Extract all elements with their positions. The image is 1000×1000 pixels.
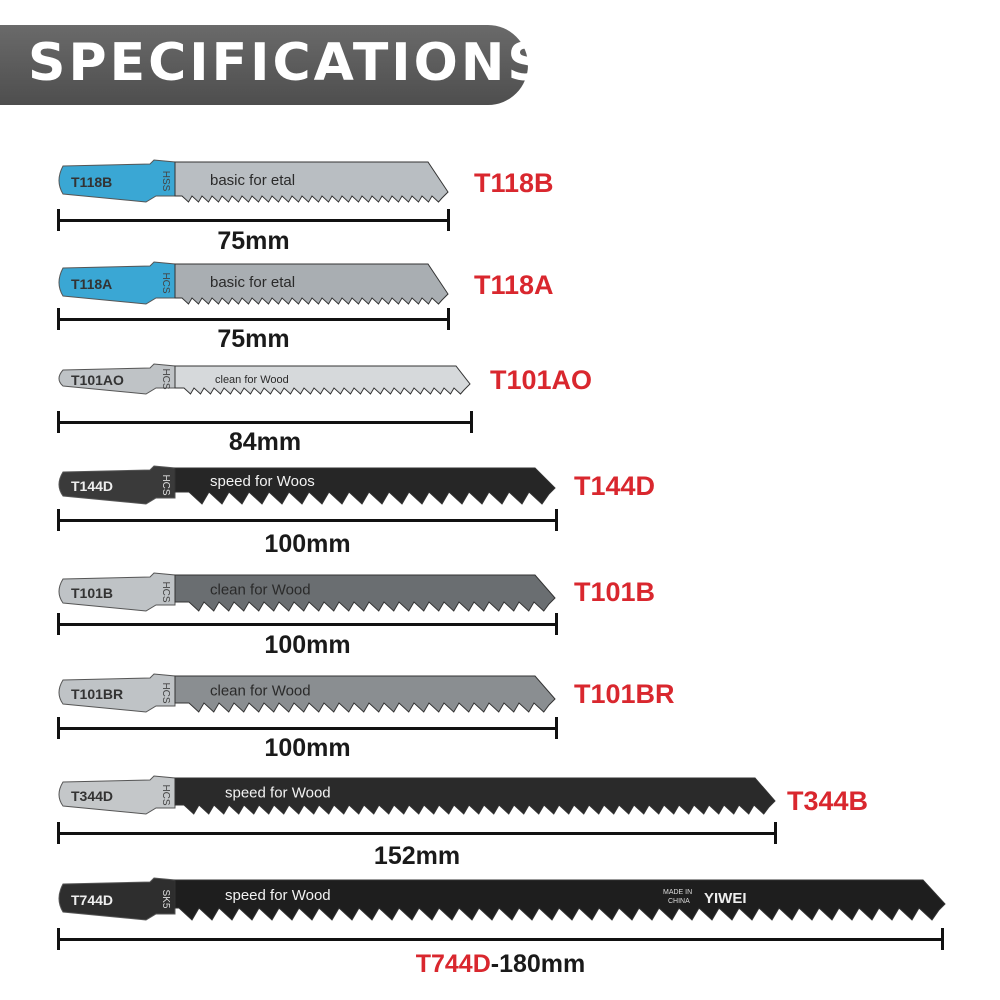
blade-body	[174, 574, 556, 612]
blade-steel-label: HCS	[160, 581, 171, 602]
blade-brand-text: speed for Wood	[225, 887, 331, 904]
blade-shank	[58, 572, 176, 612]
dimension-label: 75mm	[217, 227, 290, 255]
blade-steel-label: HCS	[160, 784, 171, 805]
page-title: SPECIFICATIONS	[28, 33, 548, 93]
made-in-label: MADE IN	[663, 889, 692, 896]
blade-model-label: T144D	[71, 478, 113, 494]
dimension-label: 100mm	[264, 530, 351, 558]
maker-label: YIWEI	[704, 890, 747, 907]
blade-model-label: T101AO	[71, 372, 124, 388]
blade-shank	[58, 159, 176, 203]
blade-shank	[58, 775, 176, 815]
dimension-label: 100mm	[264, 734, 351, 762]
blade-shank	[58, 261, 176, 305]
dimension-bar	[57, 509, 558, 531]
blade-shank	[58, 363, 176, 395]
blade-brand-text: basic for etal	[210, 274, 295, 291]
blade-body	[174, 263, 449, 305]
dimension-code: T744D	[415, 950, 491, 978]
dimension-bar	[57, 308, 450, 330]
blade-brand-text: basic for etal	[210, 172, 295, 189]
blade-model-label: T118B	[71, 174, 112, 190]
blade-steel-label: HCS	[160, 682, 171, 703]
dimension-label: 84mm	[228, 428, 302, 456]
blade-steel-label: HCS	[160, 272, 171, 293]
blade-model-label: T101BR	[71, 686, 123, 702]
blade-model-label: T101B	[71, 585, 113, 601]
header-banner	[0, 25, 528, 105]
blade-shank	[58, 465, 176, 505]
blade-body	[174, 365, 471, 395]
blade-steel-label: SK5	[160, 890, 171, 909]
blade-code-t101ao: T101AO	[490, 365, 593, 395]
blade-model-label: T118A	[71, 276, 112, 292]
blade-code-t144d: T144D	[574, 471, 656, 501]
dimension-label: 75mm	[217, 325, 290, 353]
dimension-value: -180mm	[490, 950, 586, 978]
blade-steel-label: HSS	[160, 171, 171, 192]
blade-model-label: T744D	[71, 892, 113, 908]
blade-model-label: T344D	[71, 788, 113, 804]
blade-brand-text: speed for Woos	[210, 473, 315, 490]
dimension-bar	[57, 822, 777, 844]
dimension-bar	[57, 209, 450, 231]
blade-body	[174, 777, 776, 815]
blade-body	[174, 879, 946, 921]
blade-code-t344b: T344B	[787, 786, 869, 816]
dimension-label: 152mm	[373, 842, 461, 870]
blade-shank	[58, 877, 176, 921]
dimension-bar	[57, 928, 944, 950]
blade-brand-text: clean for Wood	[210, 582, 311, 599]
blade-body	[174, 675, 556, 713]
blade-code-t118b: T118B	[474, 168, 554, 198]
dimension-label: T744D-180mm	[416, 950, 586, 978]
blade-body	[174, 161, 449, 203]
blade-brand-text: speed for Wood	[225, 785, 331, 802]
blade-brand-text: clean for Wood	[215, 374, 289, 386]
blade-brand-text: clean for Wood	[210, 683, 311, 700]
dimension-label: 100mm	[264, 631, 351, 659]
blade-steel-label: HCS	[160, 474, 171, 495]
dimension-bar	[57, 717, 558, 739]
blade-shank	[58, 673, 176, 713]
blade-code-t101b: T101B	[574, 577, 656, 607]
made-country-label: CHINA	[668, 898, 690, 905]
blade-code-t101br: T101BR	[574, 679, 675, 709]
dimension-bar	[57, 411, 473, 433]
blade-code-t118a: T118A	[474, 270, 554, 300]
dimension-bar	[57, 613, 558, 635]
blade-steel-label: HCS	[160, 368, 171, 389]
blade-body	[174, 467, 556, 505]
